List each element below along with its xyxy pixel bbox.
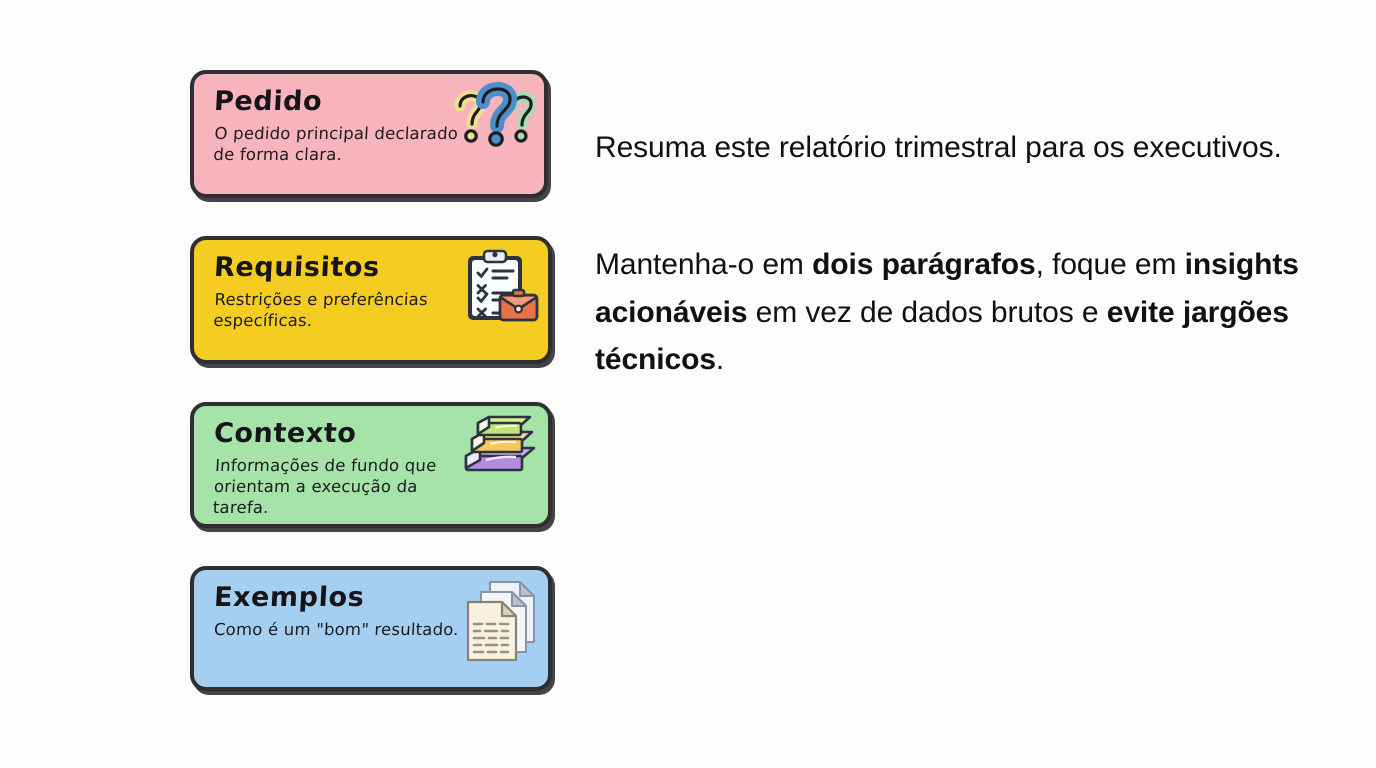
card-pedido[interactable]: Pedido O pedido principal declarado de f… [190, 70, 548, 198]
card-pedido-description: O pedido principal declarado de forma cl… [212, 124, 459, 165]
prompt-paragraph-2: Mantenha-o em dois parágrafos, foque em … [595, 241, 1340, 383]
prompt-example-text: Resuma este relatório trimestral para os… [595, 124, 1340, 384]
card-requisitos-title: Requisitos [213, 252, 381, 283]
card-exemplos-title: Exemplos [213, 582, 366, 613]
prompt-anatomy-cards: Pedido O pedido principal declarado de f… [190, 70, 560, 691]
prompt-bold-insights-acionaveis: insights acionáveis [595, 248, 1299, 329]
card-pedido-title: Pedido [213, 86, 324, 117]
prompt-text-part-3: em vez de dados brutos e [747, 295, 1107, 329]
card-requisitos[interactable]: Requisitos Restrições e preferências esp… [190, 236, 552, 364]
prompt-text-part-4: . [715, 343, 725, 377]
card-requisitos-description: Restrições e preferências específicas. [212, 290, 429, 331]
card-contexto-description: Informações de fundo que orientam a exec… [212, 456, 437, 518]
prompt-bold-evite-jargoes: evite jargões técnicos [595, 295, 1289, 377]
prompt-text-part-2: , foque em [1035, 248, 1185, 282]
card-exemplos[interactable]: Exemplos Como é um "bom" resultado. [190, 566, 552, 691]
prompt-bold-dois-paragrafos: dois parágrafos [812, 248, 1036, 282]
prompt-text-part-1: Mantenha-o em [595, 248, 813, 282]
card-exemplos-description: Como é um "bom" resultado. [213, 620, 460, 640]
prompt-paragraph-1: Resuma este relatório trimestral para os… [595, 131, 1282, 164]
card-contexto[interactable]: Contexto Informações de fundo que orient… [190, 402, 552, 528]
card-contexto-title: Contexto [213, 418, 358, 449]
